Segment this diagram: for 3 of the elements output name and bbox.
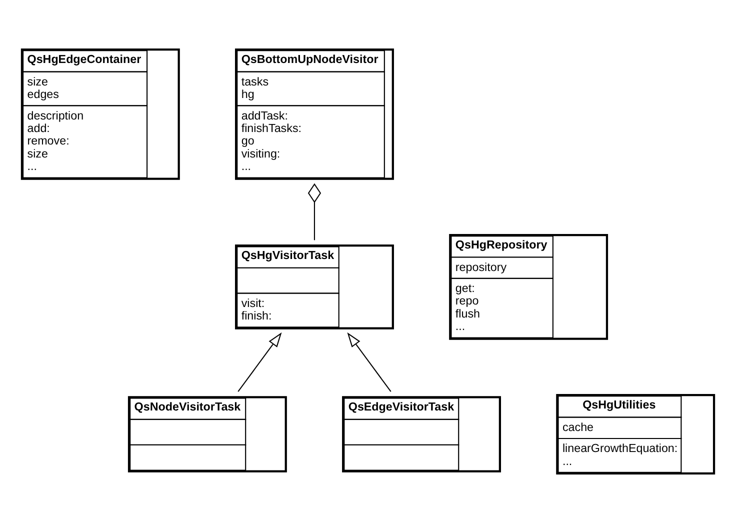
arrow [238, 332, 282, 392]
connector [308, 182, 322, 240]
arrow [347, 332, 392, 392]
